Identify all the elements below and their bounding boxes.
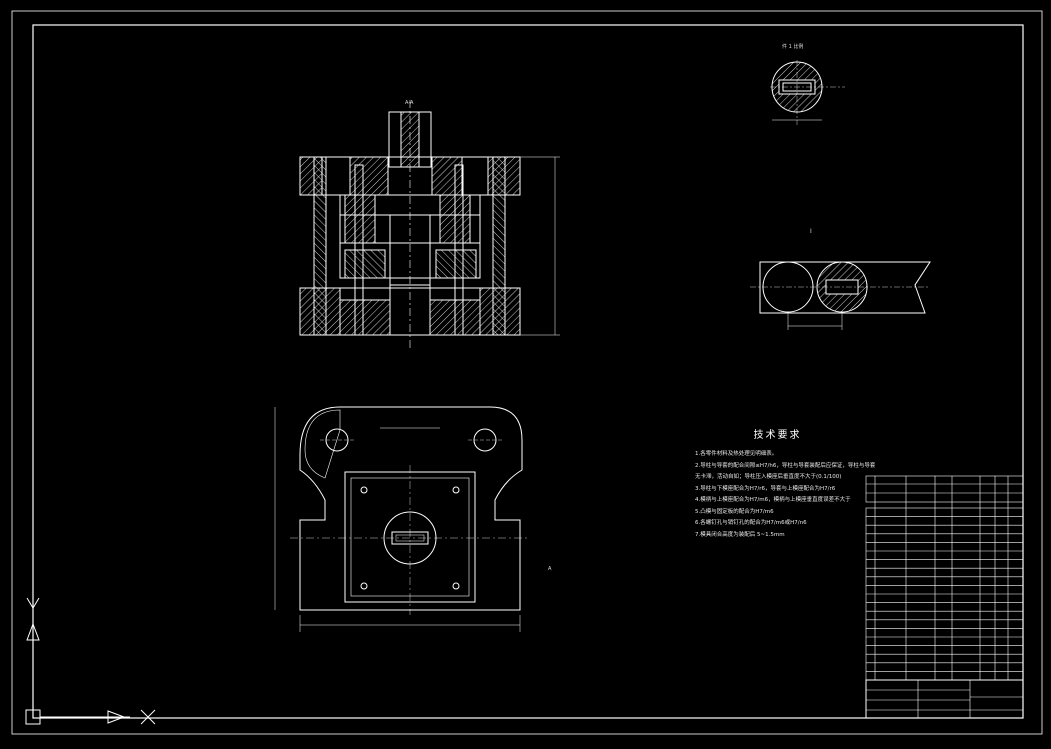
technical-requirement-line: 4.模柄与上模座配合为H7/m6，模柄与上模座垂直度误差不大于 xyxy=(695,497,851,503)
sheet-border xyxy=(11,10,1043,735)
technical-requirement-line: 7.模具闭合高度为装配后 5~1.5mm xyxy=(695,531,785,538)
technical-requirement-line: 2.导柱与导套的配合间隙≤H7/h6，导柱与导套装配后应保证，导柱与导套 xyxy=(695,462,876,469)
section-label-top: A-A xyxy=(405,100,414,106)
detail-view-strip xyxy=(750,261,931,330)
bom-table xyxy=(865,475,1024,719)
detail-view-punch xyxy=(770,60,845,125)
detail-strip-label: Ⅰ xyxy=(810,228,812,235)
technical-requirement-line: 1.各零件材料及热处理见明细表。 xyxy=(695,451,778,457)
technical-requirements-title: 技术要求 xyxy=(753,430,802,441)
technical-requirement-line: 无卡滞，活动自如；导柱压入模座后垂直度不大于(0.1/100) xyxy=(695,474,842,480)
technical-requirement-line: 3.导柱与下模座配合为H7/r6，导套与上模座配合为H7/r6 xyxy=(695,485,836,492)
technical-requirement-line: 5.凸模与固定板的配合为H7/m6 xyxy=(695,508,774,515)
section-view-front xyxy=(299,100,560,350)
ucs-icon xyxy=(25,597,130,725)
crosshair-icon xyxy=(140,709,156,725)
detail-top-right-title: 件 1 比例 xyxy=(782,43,803,50)
technical-requirement-line: 6.各螺钉孔与销钉孔的配合为H7/m6或H7/n6 xyxy=(695,520,807,526)
plan-view-label: A xyxy=(548,566,552,572)
plan-view xyxy=(274,406,530,632)
technical-requirements: 技术要求 1.各零件材料及热处理见明细表。 2.导柱与导套的配合间隙≤H7/h6，… xyxy=(695,426,876,541)
